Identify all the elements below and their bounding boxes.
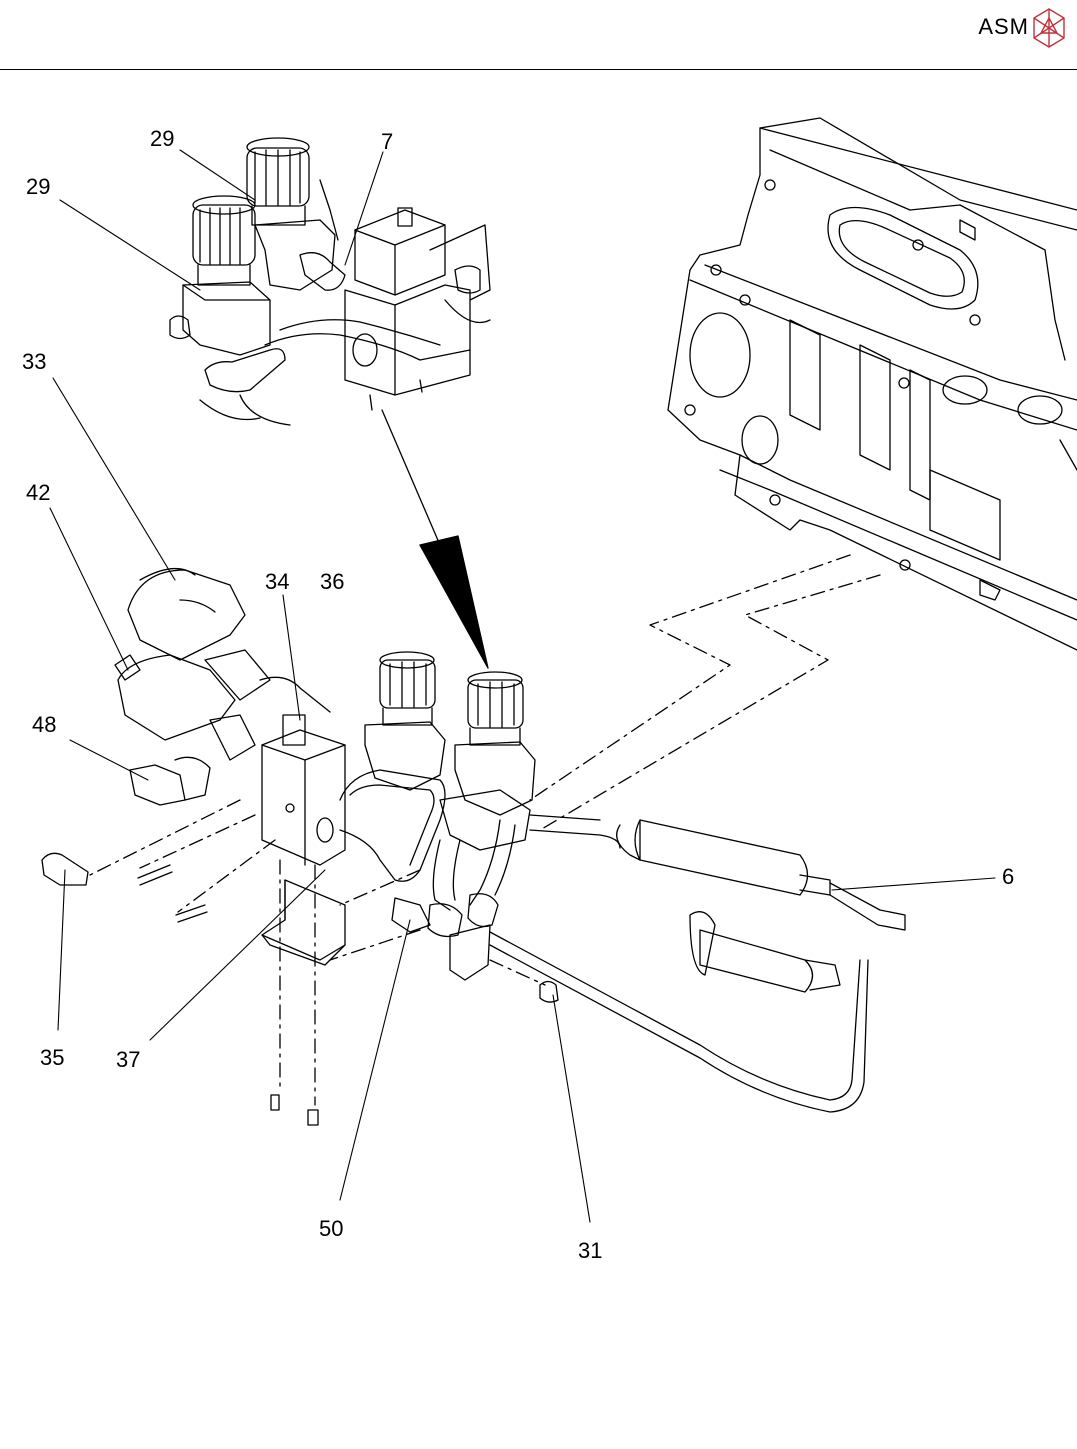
main-assembly <box>42 569 905 1125</box>
callout-7: 7 <box>381 129 393 154</box>
detail-arrow-shaft <box>382 410 440 545</box>
detail-view-regulators <box>170 138 490 425</box>
callout-35: 35 <box>40 1045 64 1070</box>
callout-29-upper: 29 <box>150 126 174 151</box>
assembly-centerlines <box>90 555 880 1105</box>
callout-50: 50 <box>319 1216 343 1241</box>
callout-6: 6 <box>1002 864 1014 889</box>
callout-29-lower: 29 <box>26 174 50 199</box>
callout-36: 36 <box>320 569 344 594</box>
callout-33: 33 <box>22 349 46 374</box>
callout-37: 37 <box>116 1047 140 1072</box>
callout-48: 48 <box>32 712 56 737</box>
callout-42: 42 <box>26 480 50 505</box>
detail-arrow-head <box>420 536 488 668</box>
callout-34: 34 <box>265 569 289 594</box>
callout-labels: 29 29 7 33 42 34 36 48 6 35 37 50 31 <box>22 126 1014 1263</box>
callout-31: 31 <box>578 1238 602 1263</box>
machine-frame <box>668 118 1077 650</box>
